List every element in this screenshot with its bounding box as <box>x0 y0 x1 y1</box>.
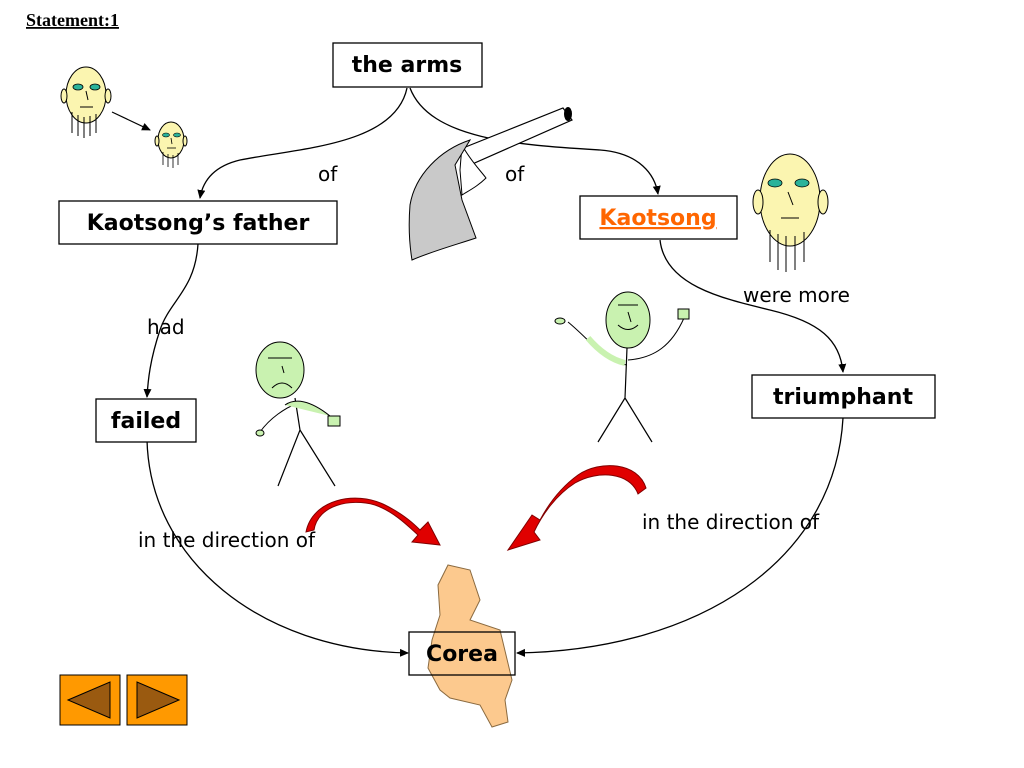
edge-failed-to-corea <box>146 439 409 657</box>
node-kaotsong-father-label: Kaotsong’s father <box>87 211 310 236</box>
edge-label-direction-left: in the direction of <box>138 528 316 552</box>
edge-label-had: had <box>147 315 185 339</box>
triangle-right-icon <box>136 681 181 719</box>
node-failed-label: failed <box>111 409 181 434</box>
edge-label-of-left: of <box>318 162 338 186</box>
previous-button[interactable] <box>59 674 121 726</box>
node-the-arms-label: the arms <box>352 53 462 78</box>
edge-arms-to-father <box>197 87 408 199</box>
node-kaotsong-father: Kaotsong’s father <box>58 200 338 245</box>
node-triumphant: triumphant <box>751 374 936 419</box>
large-face-small-icon <box>60 66 112 138</box>
edge-father-to-failed <box>143 243 199 398</box>
red-arrow-right-icon <box>506 465 647 551</box>
node-kaotsong[interactable]: Kaotsong <box>579 195 738 240</box>
kaotsong-face-icon <box>752 153 829 272</box>
edge-label-of-right: of <box>505 162 525 186</box>
sad-stick-figure <box>255 341 341 487</box>
node-failed: failed <box>95 398 197 443</box>
edge-label-direction-right: in the direction of <box>642 510 820 534</box>
node-corea: Corea <box>408 631 516 676</box>
weapon-hand-icon <box>408 107 573 261</box>
node-triumphant-label: triumphant <box>773 385 913 410</box>
triangle-left-icon <box>66 681 111 719</box>
red-arrow-left-icon <box>305 497 441 546</box>
happy-stick-figure <box>554 291 690 443</box>
edge-kaotsong-to-triumphant <box>659 239 847 373</box>
node-corea-label: Corea <box>426 642 498 667</box>
edge-label-were-more: were more <box>743 283 850 307</box>
connectors <box>143 87 847 657</box>
edge-triumphant-to-corea <box>516 417 844 657</box>
kaotsong-link[interactable]: Kaotsong <box>599 206 716 231</box>
edge-arms-to-kaotsong <box>409 87 661 195</box>
shrink-arrow <box>111 111 151 131</box>
next-button[interactable] <box>126 674 188 726</box>
slide-heading: Statement:1 <box>26 10 119 30</box>
node-the-arms: the arms <box>332 42 483 88</box>
small-face-icon <box>154 121 188 168</box>
